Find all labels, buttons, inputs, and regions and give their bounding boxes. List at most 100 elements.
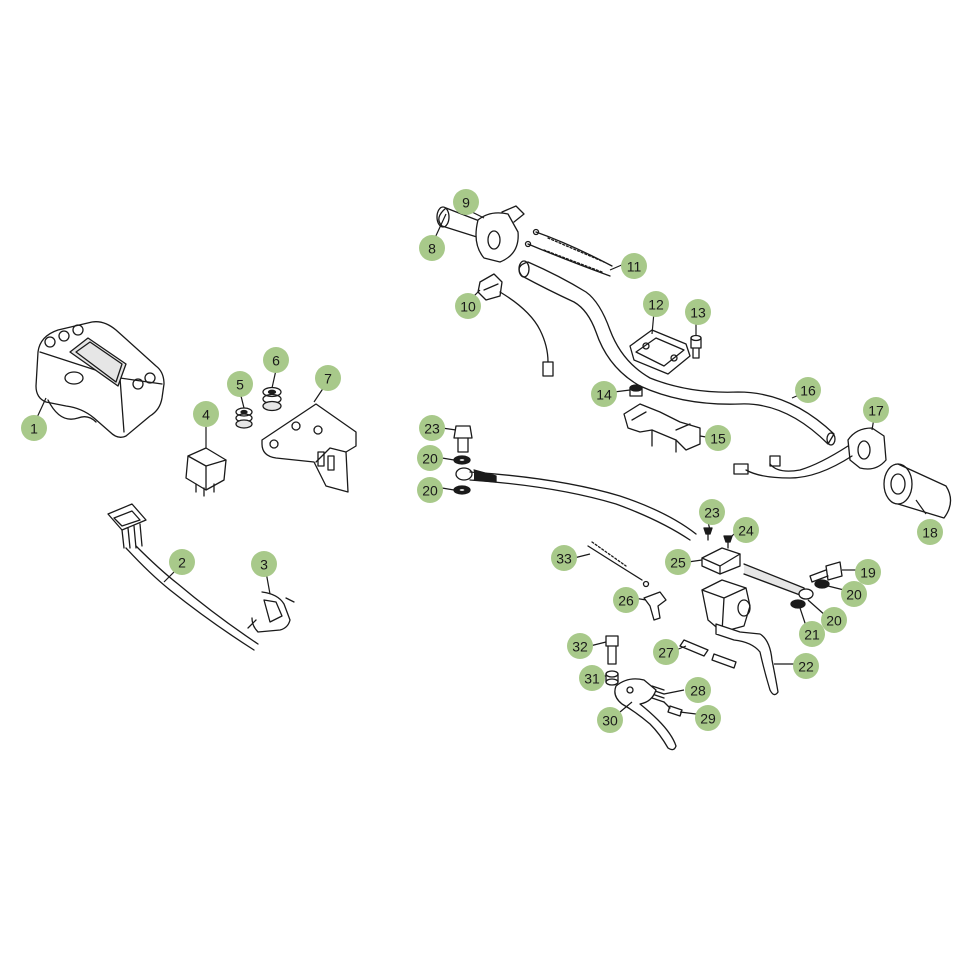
callout-bubble <box>821 607 847 633</box>
callout-19: 19 <box>855 559 881 585</box>
left-grip <box>883 463 952 519</box>
callout-number: 23 <box>424 421 440 437</box>
callout-20: 20 <box>417 445 443 471</box>
callout-bubble <box>841 581 867 607</box>
brake-hose <box>455 467 697 541</box>
rubber-grommet-large <box>262 386 282 412</box>
callout-bubble <box>793 653 819 679</box>
callout-1: 1 <box>21 415 47 441</box>
callout-number: 32 <box>572 639 588 655</box>
callout-9: 9 <box>453 189 479 215</box>
washer-right-b <box>790 599 806 609</box>
callout-number: 25 <box>670 555 686 571</box>
callout-bubble <box>621 253 647 279</box>
callout-number: 30 <box>602 713 618 729</box>
callout-6: 6 <box>263 347 289 373</box>
callout-bubble <box>579 665 605 691</box>
callout-number: 22 <box>798 659 814 675</box>
callout-bubble <box>665 549 691 575</box>
callout-15: 15 <box>705 425 731 451</box>
callout-bubble <box>419 415 445 441</box>
brake-master-cylinder <box>701 579 779 696</box>
callout-14: 14 <box>591 381 617 407</box>
display-bracket <box>261 403 357 493</box>
reservoir-cap <box>701 547 741 575</box>
callout-bubble <box>591 381 617 407</box>
lever-pivot-bracket <box>643 591 667 621</box>
callout-number: 20 <box>846 587 862 603</box>
callout-bubble <box>795 377 821 403</box>
callout-number: 29 <box>700 711 716 727</box>
callout-number: 13 <box>690 305 706 321</box>
handlebar-switch <box>477 273 554 377</box>
callout-2: 2 <box>169 549 195 575</box>
callout-number: 28 <box>690 683 706 699</box>
callout-number: 7 <box>324 371 332 387</box>
clutch-pivot-bolt <box>605 635 619 665</box>
callout-30: 30 <box>597 707 623 733</box>
callout-10: 10 <box>455 293 481 319</box>
callout-18: 18 <box>917 519 943 545</box>
handlebar-riser <box>623 403 701 453</box>
callout-bubble <box>685 299 711 325</box>
callout-bubble <box>453 189 479 215</box>
callout-bubble <box>417 477 443 503</box>
callout-number: 33 <box>556 551 572 567</box>
callout-25: 25 <box>665 549 691 575</box>
washer-right-a <box>814 579 830 589</box>
wiring-harness <box>107 503 259 651</box>
callout-bubble <box>733 517 759 543</box>
throttle-cable <box>524 228 613 277</box>
callout-number: 15 <box>710 431 726 447</box>
callout-33: 33 <box>551 545 577 571</box>
callout-26: 26 <box>613 587 639 613</box>
banjo-bolt <box>453 425 473 453</box>
callout-22: 22 <box>793 653 819 679</box>
clutch-cable <box>587 541 650 588</box>
callout-bubble <box>227 371 253 397</box>
lever-spring <box>651 685 665 703</box>
callout-7: 7 <box>315 365 341 391</box>
callout-23: 23 <box>419 415 445 441</box>
callout-number: 20 <box>422 483 438 499</box>
handlebar-clamp-upper <box>629 329 691 375</box>
callout-number: 5 <box>236 377 244 393</box>
callout-number: 14 <box>596 387 612 403</box>
callout-number: 20 <box>826 613 842 629</box>
callout-31: 31 <box>579 665 605 691</box>
callout-bubble <box>251 551 277 577</box>
clutch-bushing <box>605 670 619 686</box>
callout-bubble <box>695 705 721 731</box>
callout-23: 23 <box>699 499 725 525</box>
callout-number: 10 <box>460 299 476 315</box>
callout-number: 6 <box>272 353 280 369</box>
callout-number: 18 <box>922 525 938 541</box>
callout-number: 2 <box>178 555 186 571</box>
callout-bubble <box>699 499 725 525</box>
callout-bubble <box>419 235 445 261</box>
clamp-bolt-lower <box>629 384 643 397</box>
callout-number: 12 <box>648 297 664 313</box>
callout-number: 17 <box>868 403 884 419</box>
callout-16: 16 <box>795 377 821 403</box>
pivot-bolt-right <box>809 561 843 583</box>
callout-20: 20 <box>417 477 443 503</box>
lever-screw <box>663 701 683 717</box>
callout-number: 23 <box>704 505 720 521</box>
callout-number: 3 <box>260 557 268 573</box>
callout-8: 8 <box>419 235 445 261</box>
sealing-washer-a <box>453 455 471 465</box>
instrument-cluster <box>35 321 165 438</box>
callout-number: 26 <box>618 593 634 609</box>
callout-bubble <box>551 545 577 571</box>
callout-4: 4 <box>193 401 219 427</box>
callout-bubble <box>705 425 731 451</box>
callout-12: 12 <box>643 291 669 317</box>
mounting-clip <box>247 591 295 633</box>
callout-20: 20 <box>821 607 847 633</box>
callout-20: 20 <box>841 581 867 607</box>
callout-bubble <box>917 519 943 545</box>
callout-bubble <box>21 415 47 441</box>
